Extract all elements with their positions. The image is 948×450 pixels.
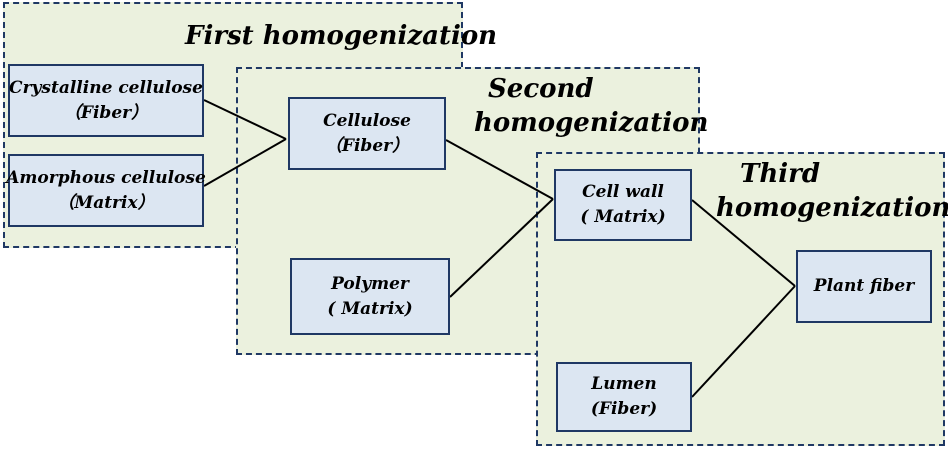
amorphous-cellulose-node: Amorphous cellulose （Matrix） — [6, 154, 206, 227]
connector-crystalline-to-cellulose — [203, 99, 287, 140]
first-homogenization-title: First homogenization — [185, 21, 498, 51]
connector-lumen-to-plantfiber — [691, 285, 796, 398]
connector-cellwall-to-plantfiber — [691, 199, 796, 287]
plant-fiber-label: Plant fiber — [813, 276, 915, 296]
lumen-label: Lumen — [591, 374, 657, 394]
lumen-node: Lumen (Fiber) — [556, 362, 692, 432]
crystalline-cellulose-node: Crystalline cellulose （Fiber） — [8, 64, 204, 137]
cellulose-node: Cellulose （Fiber） — [288, 97, 446, 170]
crystalline-cellulose-label: Crystalline cellulose — [9, 77, 203, 98]
cellulose-label: Cellulose — [323, 110, 411, 131]
polymer-node: Polymer ( Matrix) — [290, 258, 450, 335]
lumen-role: (Fiber) — [590, 399, 658, 419]
cellulose-role: （Fiber） — [324, 135, 410, 156]
connector-polymer-to-cellwall — [449, 198, 554, 298]
amorphous-cellulose-label: Amorphous cellulose — [6, 167, 206, 188]
connector-cellulose-to-cellwall — [445, 139, 554, 200]
polymer-label: Polymer — [331, 273, 409, 294]
cell-wall-role: ( Matrix) — [580, 207, 666, 227]
third-homogenization-title-line1: Third — [740, 159, 821, 189]
plant-fiber-node: Plant fiber — [796, 250, 932, 323]
cell-wall-label: Cell wall — [582, 182, 664, 202]
cell-wall-node: Cell wall ( Matrix) — [554, 169, 692, 241]
second-homogenization-title-line2: homogenization — [474, 108, 709, 138]
crystalline-cellulose-role: （Fiber） — [63, 102, 149, 123]
amorphous-cellulose-role: （Matrix） — [57, 192, 155, 213]
third-homogenization-title-line2: homogenization — [716, 193, 948, 223]
second-homogenization-title-line1: Second — [488, 74, 594, 104]
connector-amorphous-to-cellulose — [203, 138, 287, 187]
polymer-role: ( Matrix) — [327, 298, 413, 319]
